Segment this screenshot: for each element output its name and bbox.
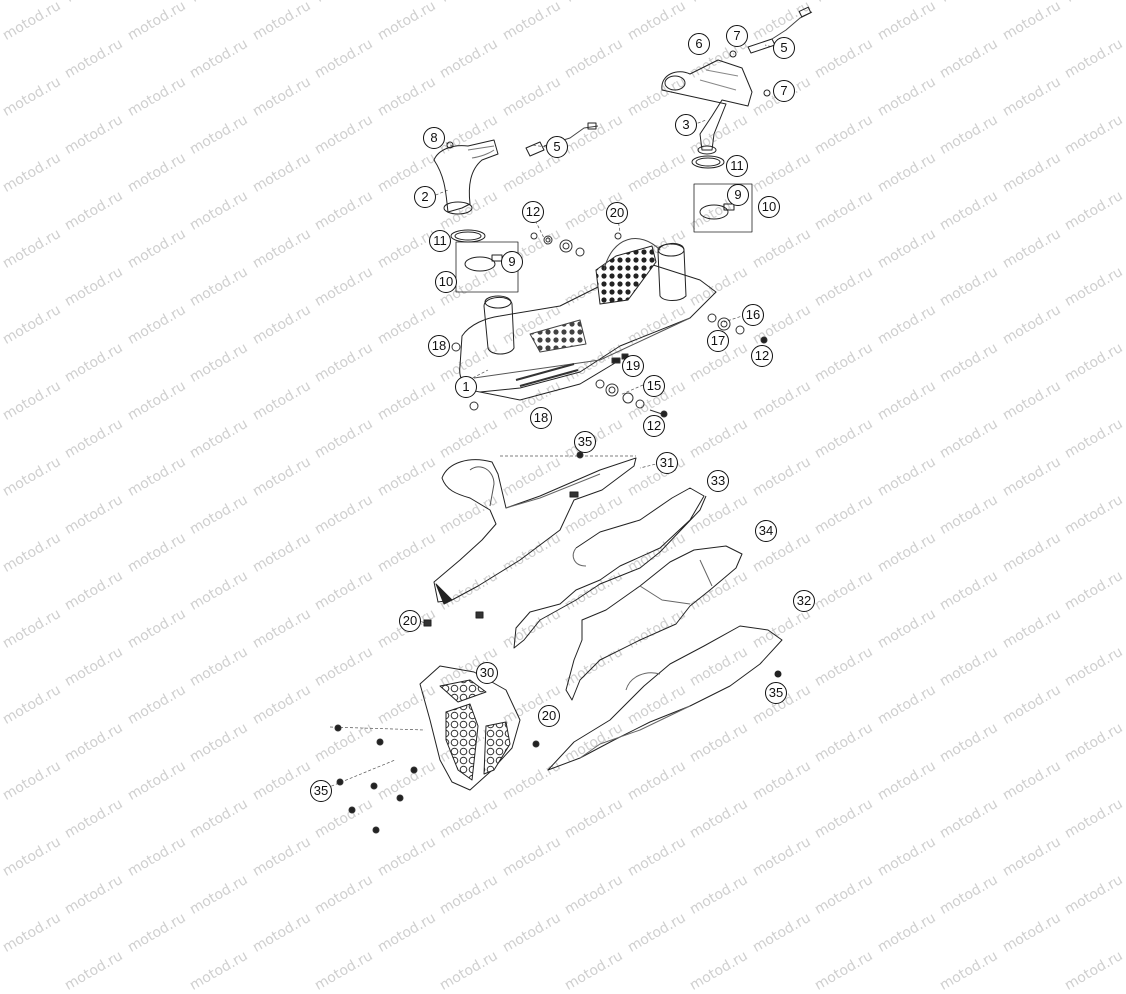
watermark-text: motod.ru [187,947,251,994]
watermark-text: motod.ru [937,871,1001,918]
callout-16: 16 [742,304,764,326]
hardware-right [707,313,768,344]
watermark-text: motod.ru [1000,909,1064,956]
watermark-text: motod.ru [0,948,1,994]
callout-9: 9 [501,251,523,273]
callout-15: 15 [643,375,665,397]
watermark-text: motod.ru [375,909,439,956]
gasket-11-right [691,155,725,169]
watermark-text: motod.ru [312,871,376,918]
watermark-text: motod.ru [687,871,751,918]
callout-31: 31 [656,452,678,474]
watermark-text: motod.ru [812,871,876,918]
callout-10: 10 [758,196,780,218]
nut-7a [729,50,737,58]
watermark-text: motod.ru [187,871,251,918]
watermark-text: motod.ru [125,909,189,956]
callout-35: 35 [765,682,787,704]
watermark-text: motod.ru [812,947,876,994]
watermark-text: motod.ru [687,947,751,994]
callout-34: 34 [755,520,777,542]
hardware-left [451,232,622,411]
callout-9: 9 [727,184,749,206]
watermark-text: motod.ru [312,947,376,994]
callout-12: 12 [751,345,773,367]
callout-20: 20 [606,202,628,224]
callout-5: 5 [773,37,795,59]
callout-19: 19 [622,355,644,377]
watermark-text: motod.ru [562,947,626,994]
callout-5: 5 [546,136,568,158]
watermark-text: motod.ru [437,947,501,994]
watermark-text: motod.ru [875,909,939,956]
heat-shield-31 [433,457,637,605]
callout-20: 20 [538,705,560,727]
nut-8 [446,141,454,149]
callout-3: 3 [675,114,697,136]
watermark-text: motod.ru [437,871,501,918]
nut-7b [763,89,771,97]
watermark-text: motod.ru [0,872,1,918]
callout-18: 18 [530,407,552,429]
callout-12: 12 [522,201,544,223]
callout-11: 11 [726,155,748,177]
watermark-text: motod.ru [62,871,126,918]
watermark-text: motod.ru [1062,871,1126,918]
watermark-text: motod.ru [0,909,64,956]
callout-32: 32 [793,590,815,612]
watermark-text: motod.ru [500,909,564,956]
header-pipe-left [433,139,499,215]
callout-12: 12 [643,415,665,437]
callout-2: 2 [414,186,436,208]
watermark-text: motod.ru [1062,947,1126,994]
bolts-35 [334,451,584,834]
callout-10: 10 [435,271,457,293]
watermark-text: motod.ru [937,947,1001,994]
heat-shield-33 [513,487,707,649]
watermark-text: motod.ru [62,947,126,994]
muffler-body [459,238,717,401]
cat-converter-upper [661,59,753,155]
watermark-text: motod.ru [250,909,314,956]
clamp-box-right [693,183,753,233]
callout-7: 7 [726,25,748,47]
callout-35: 35 [310,780,332,802]
hardware-bottom [595,353,668,418]
clamp-left [464,256,496,272]
callout-33: 33 [707,470,729,492]
callout-20: 20 [399,610,421,632]
callout-1: 1 [455,376,477,398]
callout-30: 30 [476,662,498,684]
callout-17: 17 [707,330,729,352]
clamp-right [699,204,729,220]
side-cover-30 [419,665,521,791]
callout-18: 18 [428,335,450,357]
heat-shield-34 [565,545,743,701]
watermark-text: motod.ru [562,871,626,918]
callout-11: 11 [429,230,451,252]
heat-shield-32 [547,625,783,771]
callout-8: 8 [423,127,445,149]
parts-drawing [321,6,813,834]
callout-6: 6 [688,33,710,55]
callout-35: 35 [574,431,596,453]
watermark-text: motod.ru [625,909,689,956]
callout-7: 7 [773,80,795,102]
watermark-text: motod.ru [750,909,814,956]
